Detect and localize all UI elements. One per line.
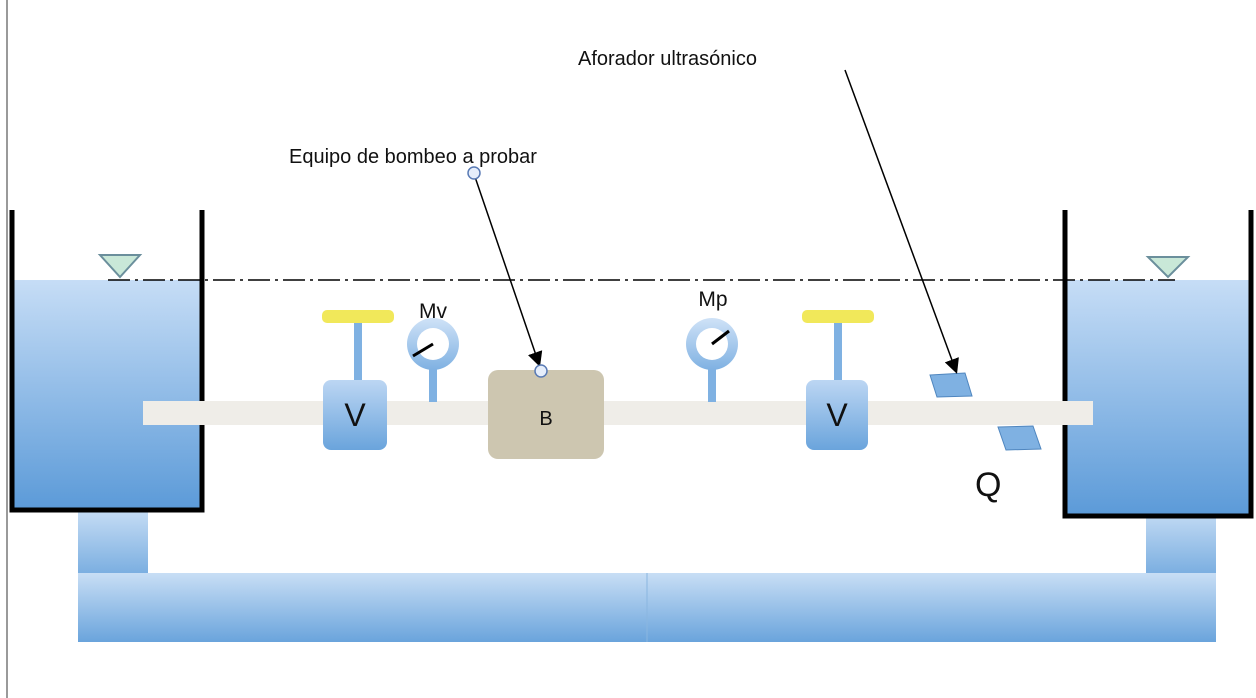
pump-callout-label: Equipo de bombeo a probar (289, 146, 537, 168)
ultrasonic-callout-label: Aforador ultrasónico (578, 48, 757, 70)
discharge-gauge-needle (711, 329, 730, 346)
flow-label: Q (975, 466, 1001, 504)
pump-label: B (539, 408, 552, 430)
suction-gauge: Mv (407, 300, 459, 402)
right-tank (1062, 210, 1254, 519)
valve-right-label: V (826, 397, 848, 433)
suction-gauge-needle (412, 342, 434, 358)
return-pipe (78, 508, 1216, 642)
water-level-symbol-right (1145, 256, 1191, 279)
discharge-gauge-label: Mp (698, 288, 727, 311)
valve-left-label: V (344, 397, 366, 433)
left-tank (9, 210, 205, 513)
ultrasonic-transducers (929, 372, 1042, 451)
valve-left: V (322, 310, 394, 450)
pump: B (488, 370, 604, 459)
ultrasonic-callout: Aforador ultrasónico (578, 48, 959, 374)
discharge-gauge: Mp (686, 288, 738, 402)
water-level-symbol-left (97, 254, 143, 279)
valve-right: V (802, 310, 874, 450)
suction-gauge-label: Mv (419, 300, 447, 323)
main-pipe (143, 401, 1093, 425)
pump-callout: Equipo de bombeo a probar (289, 146, 548, 378)
